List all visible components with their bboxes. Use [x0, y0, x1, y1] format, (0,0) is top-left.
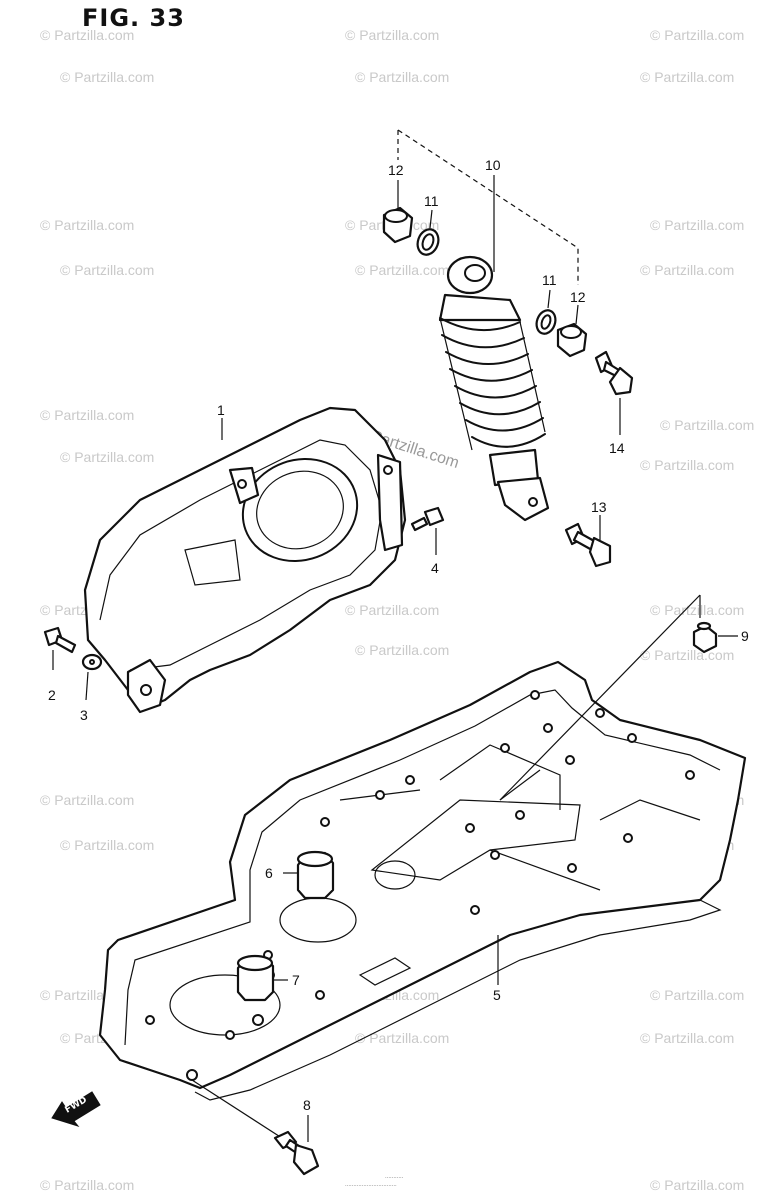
callout-7: 7	[292, 972, 300, 988]
watermark: © Partzilla.com	[660, 417, 754, 433]
footer-line-2: ...............................	[345, 1182, 397, 1188]
callout-12a: 12	[388, 162, 404, 178]
fwd-direction-marker: FWD	[51, 1091, 101, 1127]
watermark: © Partzilla.com	[40, 1177, 134, 1193]
leader-line	[547, 289, 551, 309]
part-1-cover	[83, 406, 407, 714]
watermark: © Partzilla.com	[640, 262, 734, 278]
part-6-rubber-mount	[296, 850, 335, 900]
watermark: © Partzilla.com	[640, 457, 734, 473]
callout-11a: 11	[424, 193, 439, 209]
part-9-nut	[692, 621, 718, 654]
watermark: © Partzilla.com	[40, 27, 134, 43]
watermark: © Partzilla.com	[650, 987, 744, 1003]
watermark: © Partzilla.com	[40, 407, 134, 423]
part-10-shock-absorber	[438, 255, 550, 522]
watermark: © Partzilla.com	[640, 1030, 734, 1046]
footer-line-1: ...........	[385, 1174, 404, 1180]
assembly-line	[191, 1079, 286, 1141]
part-13-bolt	[564, 522, 612, 568]
part-3-washer	[81, 653, 103, 671]
callout-2: 2	[48, 687, 56, 703]
callout-11b: 11	[542, 272, 557, 288]
callout-13: 13	[591, 499, 607, 515]
watermark: © Partzilla.com	[355, 262, 449, 278]
callout-9: 9	[741, 628, 749, 644]
callout-6: 6	[265, 865, 273, 881]
part-14-bolt	[594, 350, 634, 396]
watermark: © Partzilla.com	[60, 837, 154, 853]
callout-3: 3	[80, 707, 88, 723]
leader-line	[85, 671, 89, 701]
watermark: © Partzilla.com	[60, 449, 154, 465]
watermark: © Partzilla.com	[60, 69, 154, 85]
callout-14: 14	[609, 440, 625, 456]
watermark: © Partzilla.com	[345, 27, 439, 43]
part-7-rubber-mount	[236, 954, 275, 1002]
watermark: © Partzilla.com	[60, 262, 154, 278]
watermark: © Partzilla.com	[650, 602, 744, 618]
watermark: © Partzilla.com	[355, 69, 449, 85]
part-11-circlip	[416, 228, 440, 256]
watermark: © Partzilla.com	[345, 602, 439, 618]
watermark: © Partzilla.com	[40, 792, 134, 808]
watermark: © Partzilla.com	[355, 642, 449, 658]
leader-line	[429, 209, 433, 229]
fwd-arrow-icon	[51, 1091, 101, 1127]
callout-4: 4	[431, 560, 439, 576]
assembly-line	[499, 594, 701, 801]
callout-8: 8	[303, 1097, 311, 1113]
part-2-bolt	[43, 626, 77, 654]
watermark: © Partzilla.com	[40, 217, 134, 233]
part-11-circlip	[535, 309, 557, 335]
figure-title: FIG. 33	[82, 4, 185, 32]
watermark: © Partzilla.com	[640, 69, 734, 85]
part-12-bushing	[556, 322, 588, 358]
part-8-bolt	[273, 1130, 320, 1176]
watermark: © Partzilla.com	[650, 27, 744, 43]
watermark: © Partzilla.com	[650, 217, 744, 233]
callout-12b: 12	[570, 289, 586, 305]
watermark: © Partzilla.com	[640, 647, 734, 663]
callout-1: 1	[217, 402, 225, 418]
leader-line	[575, 304, 579, 325]
part-12-bushing	[382, 206, 414, 244]
watermark: © Partzilla.com	[650, 1177, 744, 1193]
callout-5: 5	[493, 987, 501, 1003]
part-4-bolt	[410, 506, 445, 532]
watermark: © Partzilla.com	[355, 1030, 449, 1046]
callout-10: 10	[485, 157, 501, 173]
